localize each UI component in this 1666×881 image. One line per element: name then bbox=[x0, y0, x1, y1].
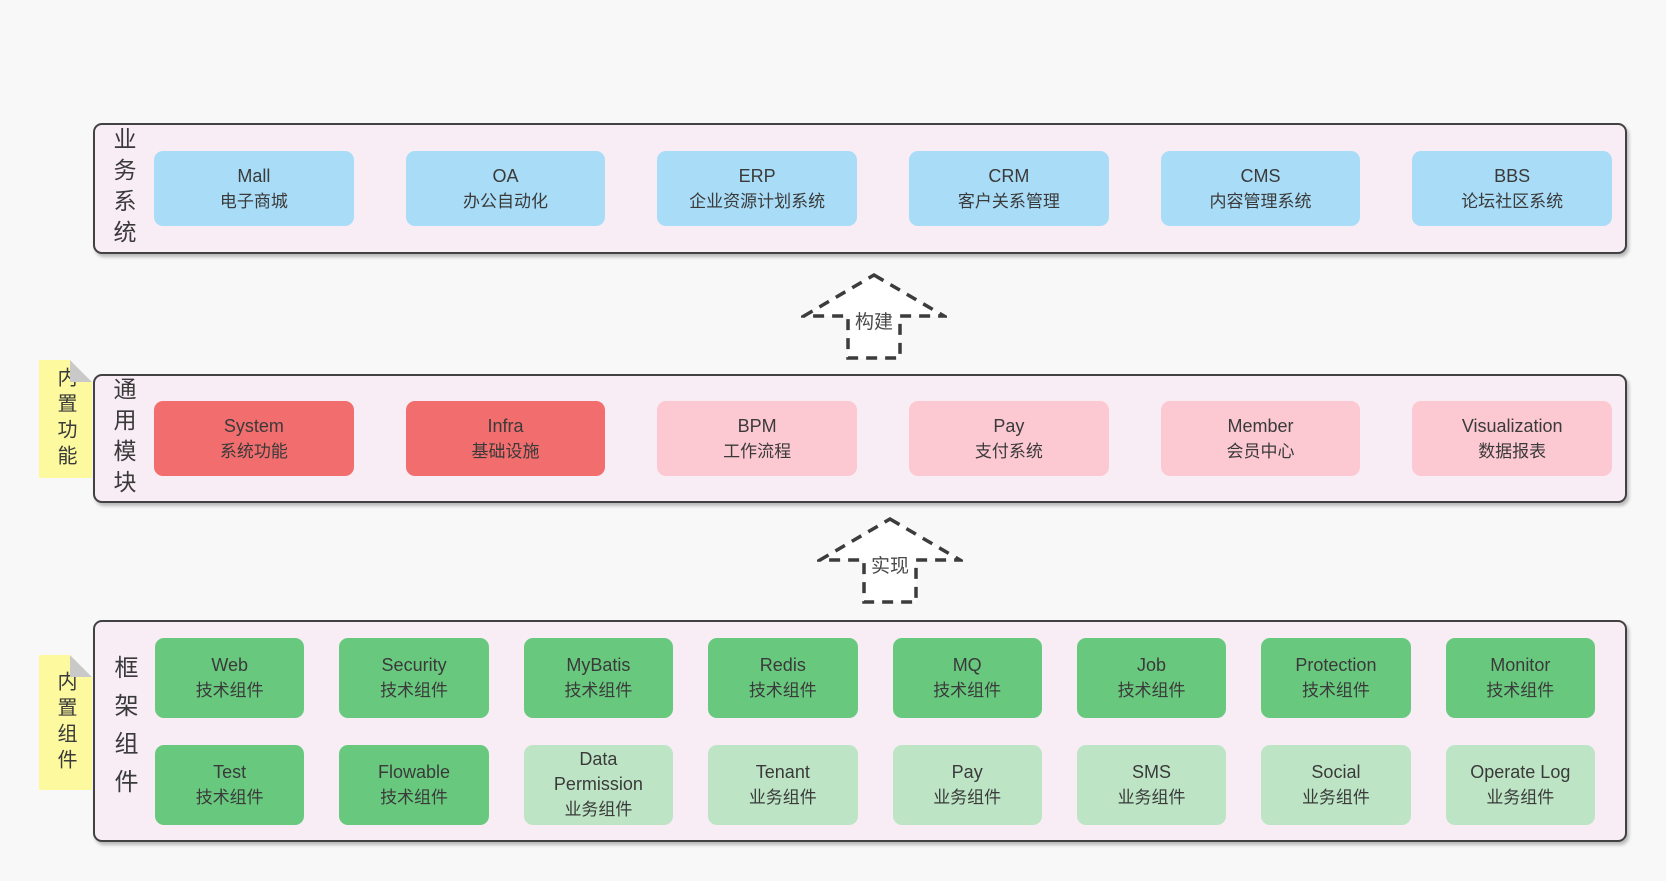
framework-row-1: Web 技术组件 Security 技术组件 MyBatis 技术组件 Redi… bbox=[155, 637, 1595, 718]
sticky-fold-corner bbox=[70, 360, 92, 382]
build-arrow: 构建 bbox=[801, 272, 947, 362]
builtin-components-sticky-label: 内置组件 bbox=[54, 670, 76, 775]
module-box-bpm: BPM 工作流程 bbox=[657, 401, 858, 476]
component-box-flowable: Flowable 技术组件 bbox=[339, 744, 489, 825]
component-box-job: Job 技术组件 bbox=[1076, 637, 1227, 718]
component-box-web: Web 技术组件 bbox=[155, 637, 305, 718]
common-modules-panel-label: 通用模块 bbox=[110, 376, 136, 501]
business-box-bbs: BBS 论坛社区系统 bbox=[1412, 151, 1613, 226]
component-box-tenant: Tenant 业务组件 bbox=[708, 744, 858, 825]
module-box-visualization: Visualization 数据报表 bbox=[1412, 401, 1613, 476]
framework-components-grid: Web 技术组件 Security 技术组件 MyBatis 技术组件 Redi… bbox=[155, 622, 1595, 840]
builtin-components-sticky-note: 内置组件 bbox=[39, 655, 92, 790]
business-box-mall: Mall 电子商城 bbox=[154, 151, 354, 226]
build-arrow-label: 构建 bbox=[850, 310, 898, 336]
business-systems-box-row: Mall 电子商城 OA 办公自动化 ERP 企业资源计划系统 CRM 客户关系… bbox=[154, 125, 1613, 252]
framework-row-2: Test 技术组件 Flowable 技术组件 Data Permission … bbox=[155, 744, 1595, 825]
builtin-features-sticky-note: 内置功能 bbox=[39, 360, 92, 478]
business-box-oa: OA 办公自动化 bbox=[405, 151, 606, 226]
component-box-monitor: Monitor 技术组件 bbox=[1445, 637, 1595, 718]
framework-components-panel: 框架组件 Web 技术组件 Security 技术组件 MyBatis 技术组件… bbox=[93, 620, 1627, 842]
module-box-infra: Infra 基础设施 bbox=[405, 401, 606, 476]
component-box-social: Social 业务组件 bbox=[1261, 744, 1411, 825]
component-box-sms: SMS 业务组件 bbox=[1076, 744, 1227, 825]
component-box-test: Test 技术组件 bbox=[155, 744, 305, 825]
module-box-member: Member 会员中心 bbox=[1160, 401, 1361, 476]
business-systems-panel-label: 业务系统 bbox=[110, 126, 136, 251]
module-box-system: System 系统功能 bbox=[154, 401, 354, 476]
module-box-pay: Pay 支付系统 bbox=[909, 401, 1109, 476]
component-box-security: Security 技术组件 bbox=[339, 637, 489, 718]
component-box-data-permission: Data Permission 业务组件 bbox=[523, 744, 674, 825]
sticky-fold-corner bbox=[70, 655, 92, 677]
builtin-features-sticky-label: 内置功能 bbox=[54, 367, 76, 471]
business-box-erp: ERP 企业资源计划系统 bbox=[657, 151, 858, 226]
implement-arrow: 实现 bbox=[817, 516, 963, 606]
common-modules-box-row: System 系统功能 Infra 基础设施 BPM 工作流程 Pay 支付系统… bbox=[154, 376, 1613, 501]
business-box-crm: CRM 客户关系管理 bbox=[909, 151, 1109, 226]
framework-components-panel-label: 框架组件 bbox=[110, 655, 137, 807]
component-box-pay: Pay 业务组件 bbox=[892, 744, 1042, 825]
implement-arrow-label: 实现 bbox=[866, 554, 914, 580]
component-box-redis: Redis 技术组件 bbox=[708, 637, 858, 718]
component-box-mq: MQ 技术组件 bbox=[892, 637, 1042, 718]
component-box-protection: Protection 技术组件 bbox=[1261, 637, 1411, 718]
component-box-operate-log: Operate Log 业务组件 bbox=[1445, 744, 1595, 825]
business-box-cms: CMS 内容管理系统 bbox=[1160, 151, 1361, 226]
common-modules-panel: 通用模块 System 系统功能 Infra 基础设施 BPM 工作流程 Pay… bbox=[93, 374, 1627, 503]
component-box-mybatis: MyBatis 技术组件 bbox=[523, 637, 674, 718]
business-systems-panel: 业务系统 Mall 电子商城 OA 办公自动化 ERP 企业资源计划系统 CRM… bbox=[93, 123, 1627, 254]
